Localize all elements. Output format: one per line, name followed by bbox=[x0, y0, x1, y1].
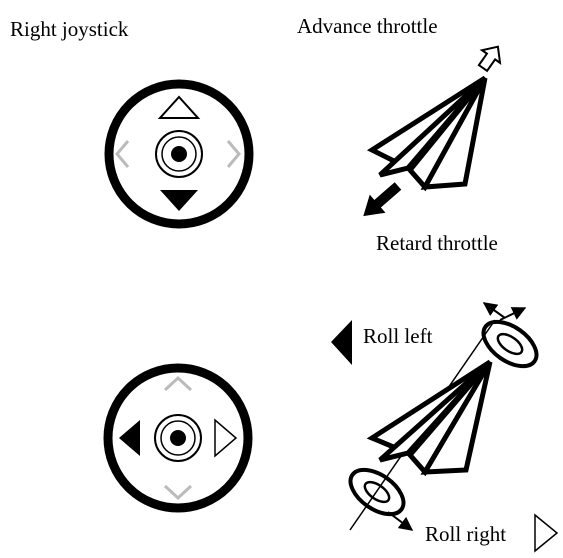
rotation-ellipse-bottom-icon bbox=[343, 461, 412, 530]
up-chevron-faded-icon bbox=[165, 378, 191, 390]
advance-arrow-outline-icon bbox=[474, 40, 507, 74]
joystick-top bbox=[109, 84, 249, 224]
roll-right-label: Roll right bbox=[425, 524, 506, 545]
joystick-bottom bbox=[108, 368, 248, 508]
retard-throttle-label: Retard throttle bbox=[376, 233, 498, 254]
left-chevron-faded-icon bbox=[117, 141, 128, 167]
center-knob-icon bbox=[156, 131, 202, 177]
paper-plane-icon bbox=[372, 78, 485, 187]
page-title: Right joystick bbox=[10, 19, 128, 40]
right-chevron-faded-icon bbox=[228, 141, 239, 167]
down-chevron-faded-icon bbox=[165, 486, 191, 498]
left-arrow-filled-icon bbox=[119, 420, 140, 456]
up-arrow-outline-icon bbox=[160, 97, 198, 118]
roll-left-marker-icon bbox=[331, 320, 352, 365]
down-arrow-filled-icon bbox=[160, 190, 198, 211]
roll-left-label: Roll left bbox=[363, 326, 432, 347]
center-knob-icon bbox=[155, 415, 201, 461]
throttle-diagram bbox=[355, 40, 507, 225]
roll-right-marker-icon bbox=[535, 515, 557, 551]
advance-throttle-label: Advance throttle bbox=[297, 16, 438, 37]
right-arrow-outline-icon bbox=[215, 420, 236, 456]
paper-plane-icon bbox=[372, 362, 490, 472]
retard-arrow-filled-icon bbox=[355, 177, 405, 225]
